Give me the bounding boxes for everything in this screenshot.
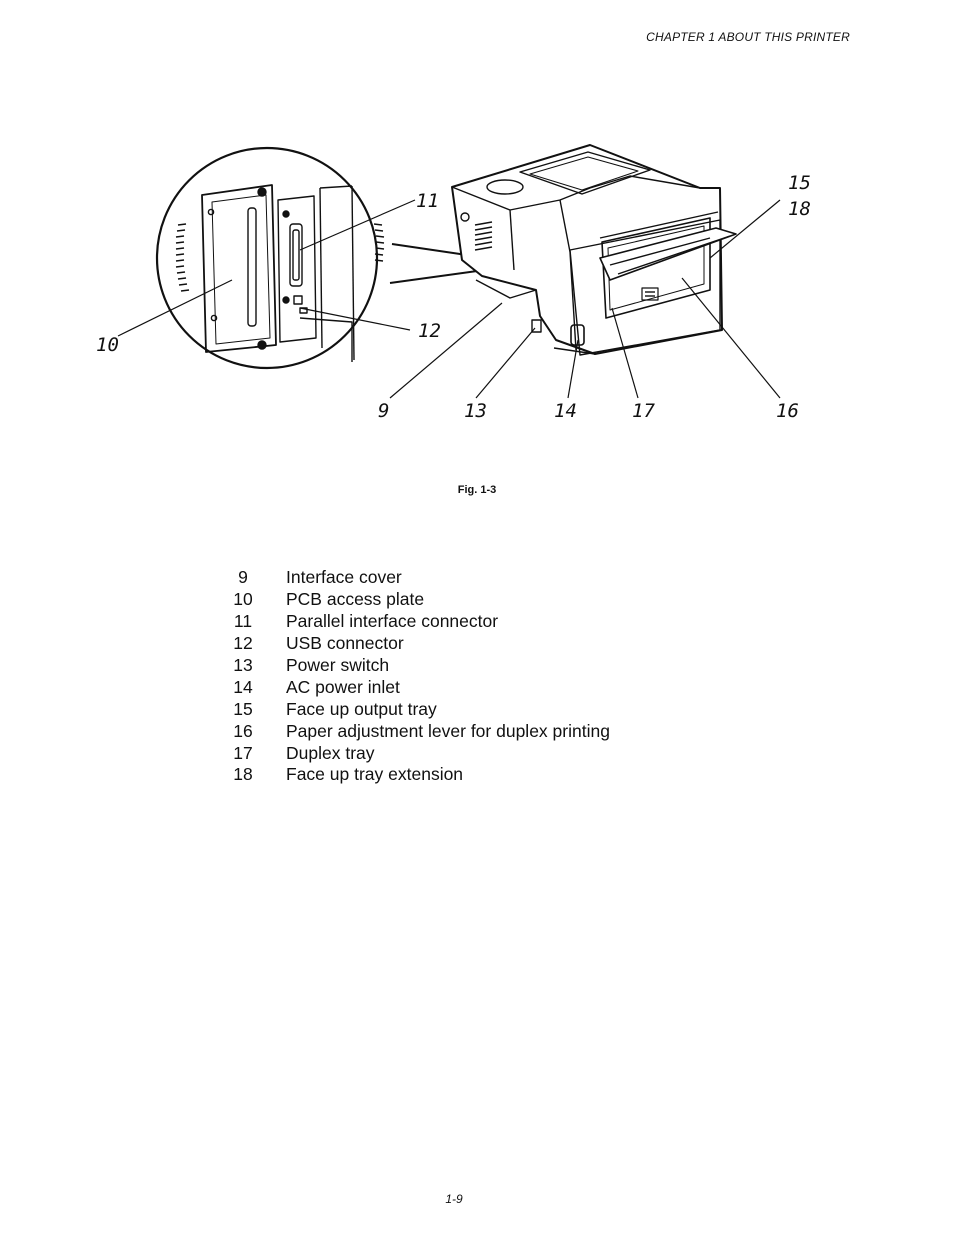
callout-12: 12 xyxy=(418,320,441,342)
callout-18: 18 xyxy=(788,198,811,220)
legend-item: 18 Face up tray extension xyxy=(225,764,725,786)
legend-item: 16 Paper adjustment lever for duplex prin… xyxy=(225,720,725,742)
legend-number: 13 xyxy=(233,655,253,675)
callout-16: 16 xyxy=(776,400,799,422)
page-number: 1-9 xyxy=(445,1192,463,1206)
legend-item: 11 Parallel interface connector xyxy=(225,611,725,633)
legend-label: Interface cover xyxy=(286,567,402,588)
legend-number: 16 xyxy=(233,720,253,741)
legend-item: 14 AC power inlet xyxy=(225,676,725,698)
callout-11: 11 xyxy=(416,190,439,212)
legend-number: 9 xyxy=(238,567,248,588)
legend-item: 9 Interface cover xyxy=(225,567,725,589)
legend-number: 15 xyxy=(233,698,253,719)
callout-leaders xyxy=(117,199,781,399)
printer-illustration xyxy=(117,144,781,399)
legend-item: 15 Face up output tray xyxy=(225,698,725,720)
callout-15: 15 xyxy=(788,172,811,194)
legend-label: Face up output tray xyxy=(286,698,437,719)
callout-10: 10 xyxy=(96,334,119,356)
legend-number: 18 xyxy=(233,764,253,785)
callout-13: 13 xyxy=(464,400,487,422)
legend-label: PCB access plate xyxy=(286,589,425,610)
legend-label: AC power inlet xyxy=(286,676,400,697)
legend-number: 14 xyxy=(233,676,253,697)
legend-number: 11 xyxy=(233,611,253,632)
legend-label: Duplex tray xyxy=(286,742,375,763)
figure-caption: Fig. 1-3 xyxy=(457,484,497,496)
legend-item: 17 Duplex tray xyxy=(225,742,725,764)
legend-item: 10 PCB access plate xyxy=(225,589,725,611)
legend-number: 12 xyxy=(233,633,253,654)
legend-label: USB connector xyxy=(286,633,404,654)
callout-14: 14 xyxy=(554,400,577,422)
legend-label: Paper adjustment lever for duplex printi… xyxy=(286,720,610,741)
printer-body xyxy=(451,144,737,356)
legend-number: 17 xyxy=(233,742,253,763)
legend-number: 10 xyxy=(233,589,253,610)
running-header: CHAPTER 1 ABOUT THIS PRINTER xyxy=(646,30,850,44)
legend-item: 13 Power switch xyxy=(225,655,725,677)
legend-label: Face up tray extension xyxy=(286,764,464,785)
legend-item: 12 USB connector xyxy=(225,633,725,655)
callout-9: 9 xyxy=(378,400,390,422)
callout-17: 17 xyxy=(632,400,655,422)
legend-label: Parallel interface connector xyxy=(286,611,499,632)
legend-label: Power switch xyxy=(286,655,390,675)
printer-rear-view-figure: 11 10 12 9 13 14 17 16 15 18 xyxy=(90,140,850,430)
